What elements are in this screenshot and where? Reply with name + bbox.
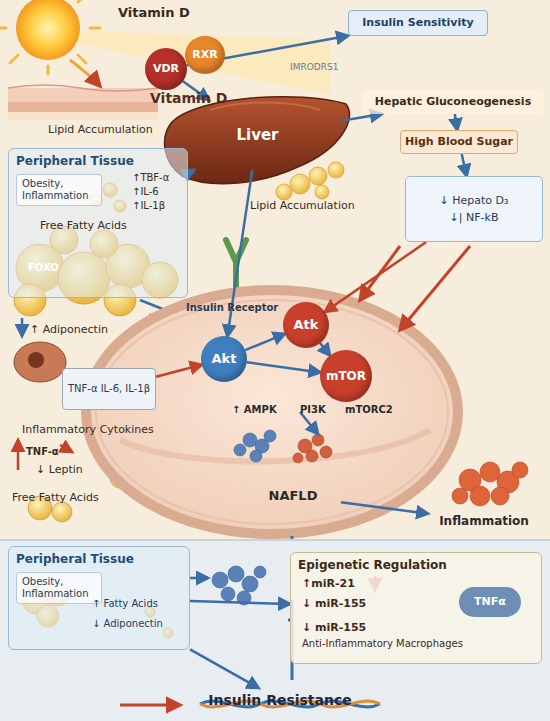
panel-body: Obesity, Inflammation [16,174,102,206]
arrow-connector [190,649,259,688]
receptor-circle: RXR [185,36,225,74]
receptor-label: Insulin Receptor [186,302,278,314]
note-label: Free Fatty Acids [40,220,127,233]
node-text: VDR [153,62,179,75]
marker-label: ↓ Adiponectin [92,618,163,630]
node-text: ↓ Hepato D₃ [440,194,509,207]
pathway-label: ↑ AMPK [232,404,277,416]
arrow-connector [462,154,467,176]
mirna-label: ↓ miR-155 [302,598,366,611]
panel-heading: Epigenetic Regulation [298,558,447,572]
arrow-connector [455,114,457,130]
cytokine-label: ↑IL-1β [132,200,165,212]
mirna-label: ↑miR-21 [302,578,355,591]
arrow-connector [320,343,330,355]
arrow-connector [325,242,426,312]
mirna-label: ↓ miR-155 [302,622,366,635]
arrow-connector [247,362,320,372]
vitamin-label: Vitamin D [150,90,227,106]
node-text: Atk [294,317,319,333]
note-label: Lipid Accumulation [48,124,153,137]
vitamin-label: Vitamin D [118,6,190,21]
arrow-connector [156,365,202,377]
cytokine-label: ↑TBF-α [132,172,169,184]
cytokine-label: ↑IL-6 [132,186,159,198]
cytokine-label: TNF-α [26,446,59,458]
note-label: Free Fatty Acids [12,492,99,505]
kinase-circle: Atk [283,302,329,348]
node-text: Akt [212,351,237,367]
arrow-connector [341,502,428,513]
pathway-label: PI3K [300,404,326,416]
node-text: NAFLD [269,488,318,504]
process-box: Hepatic Gluconeogenesis [362,90,544,114]
node-text: High Blood Sugar [405,135,513,148]
cytokine-ellipse: TNFα [459,587,521,617]
note-label: Anti-Inflammatory Macrophages [302,638,463,650]
arrow-connector [340,114,382,121]
note-label: Lipid Accumulation [250,200,355,213]
kinase-circle: mTOR [320,350,372,402]
arrow-connector [245,334,285,350]
outcome-box: Insulin Sensitivity [348,10,488,36]
adipokine-label: ↑ Adiponectin [30,324,108,337]
node-text: Insulin Sensitivity [362,16,473,29]
marker-label: ↑ Fatty Acids [92,598,158,610]
outcome-box: Inflammation [428,510,540,532]
node-text: Inflammation [439,514,529,528]
pathway-label: mTORC2 [345,404,393,416]
node-text: TNFα [474,595,506,608]
arrow-connector [190,601,290,604]
node-text: ↓| NF-kB [450,211,499,224]
node-text: RXR [192,48,217,61]
node-text: Hepatic Gluconeogenesis [375,95,531,108]
panel-heading: Peripheral Tissue [16,154,134,168]
marker-box: ↓ Hepato D₃ ↓| NF-kB [405,176,543,242]
process-box: High Blood Sugar [400,130,518,154]
panel-heading: Peripheral Tissue [16,552,134,566]
disease-label-box: NAFLD [245,484,341,508]
watermark-label: FOXO [28,262,59,274]
node-text: mTOR [326,369,366,383]
adipokine-label: ↓ Leptin [36,464,83,477]
node-text: Liver [236,126,278,144]
node-text: Insulin Resistance [208,692,352,709]
kinase-circle: Akt [201,336,247,382]
outcome-box: Insulin Resistance [170,688,390,712]
cytokine-box: TNF-α IL-6, IL-1β [62,368,156,410]
receptor-circle: VDR [145,48,187,90]
gene-label: IMRODRS1 [290,62,338,72]
node-text: TNF-α IL-6, IL-1β [68,383,150,395]
note-label: Inflammatory Cytokines [22,424,154,437]
panel-body: Obesity, Inflammation [16,572,102,604]
arrow-connector [188,170,194,173]
liver-organ: Liver [175,100,340,170]
